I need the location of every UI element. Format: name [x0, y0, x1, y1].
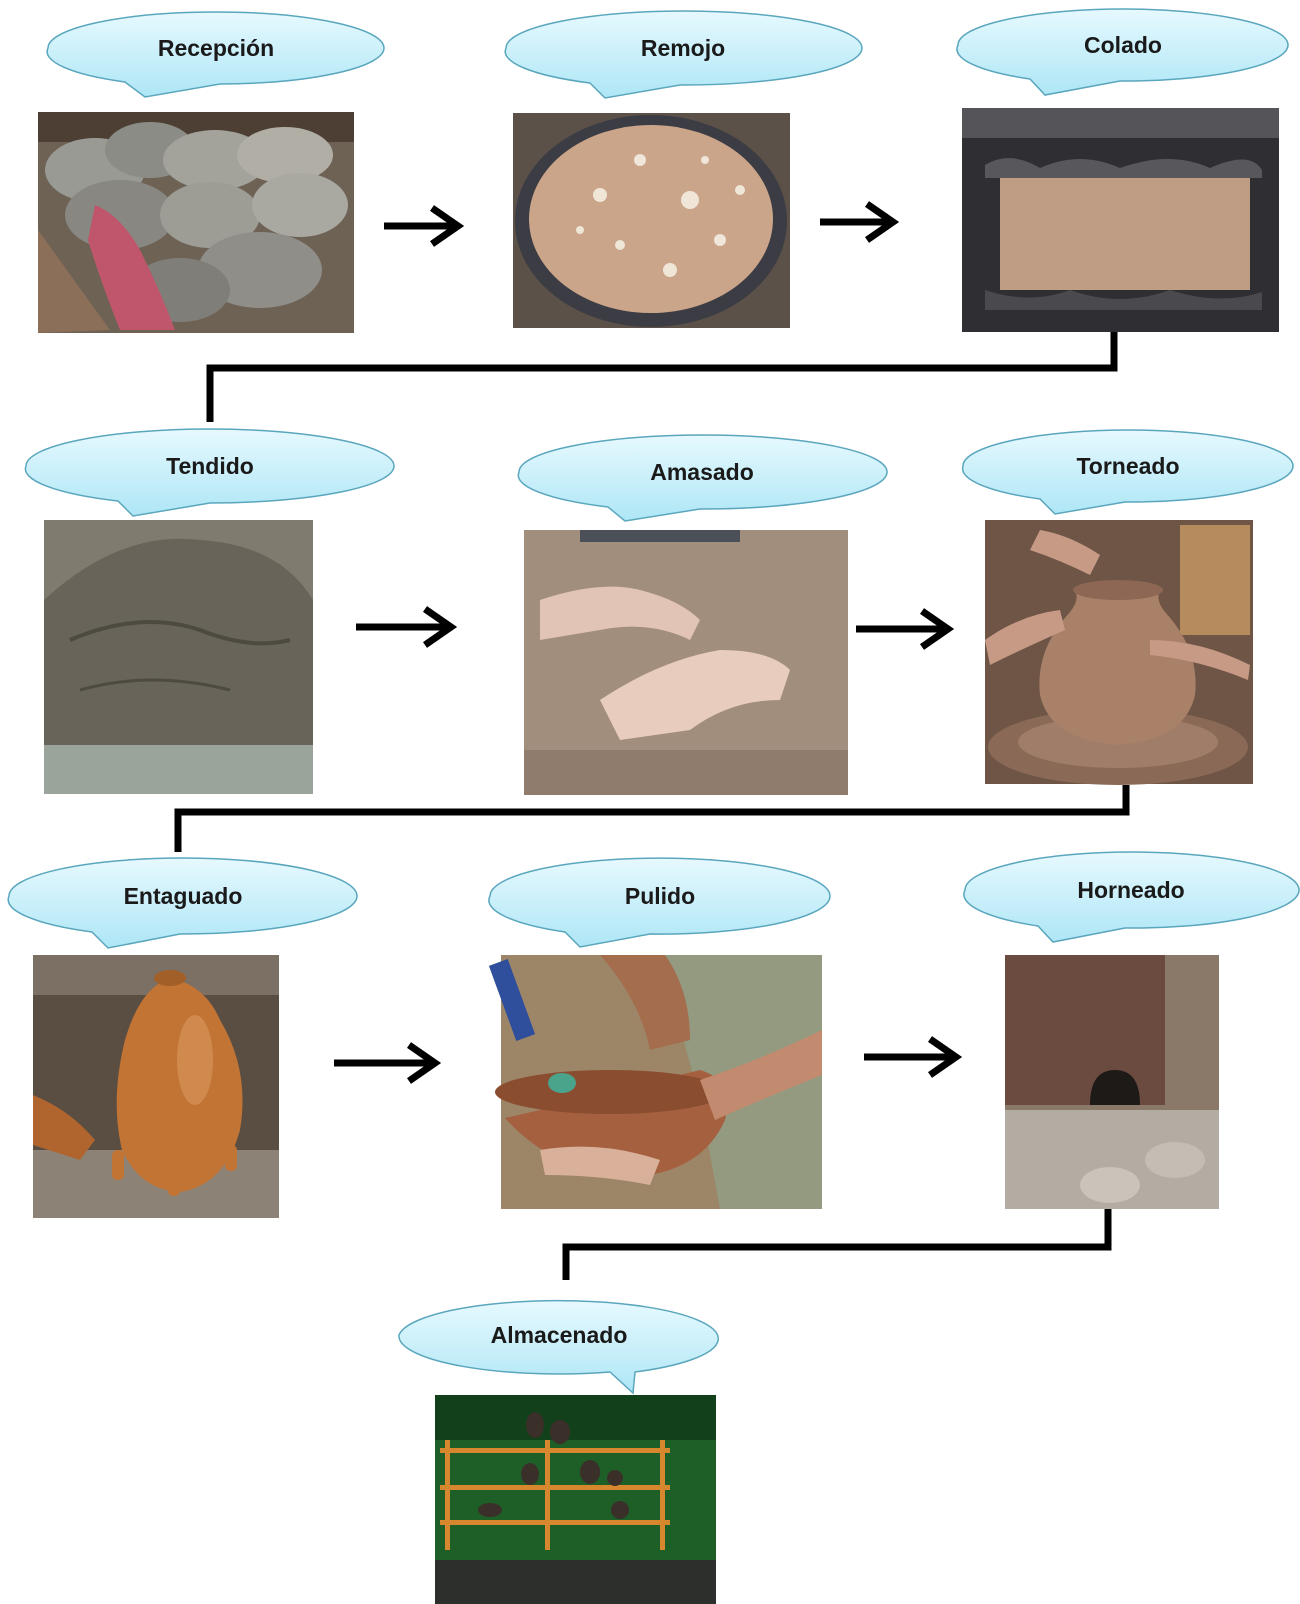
step-photo-pulido: [489, 955, 822, 1209]
step-label-pulido: Pulido: [625, 883, 695, 909]
step-bubble-tendido: Tendido: [25, 429, 394, 516]
connector-horneado-to-almacenado: [566, 1205, 1108, 1280]
arrow-right-icon: [864, 1039, 956, 1075]
step-label-tendido: Tendido: [166, 453, 254, 479]
step-photo-remojo: [513, 113, 790, 328]
step-photo-horneado: [1005, 955, 1219, 1209]
step-bubble-horneado: Horneado: [964, 852, 1299, 942]
step-bubble-recepcion: Recepción: [47, 12, 384, 97]
step-bubble-amasado: Amasado: [518, 435, 887, 521]
step-label-almacenado: Almacenado: [491, 1322, 628, 1348]
step-photo-tendido: [44, 520, 313, 794]
step-label-horneado: Horneado: [1077, 877, 1184, 903]
step-label-remojo: Remojo: [641, 35, 725, 61]
connector-torneado-to-entaguado: [178, 785, 1126, 852]
step-bubble-torneado: Torneado: [963, 430, 1293, 514]
step-label-entaguado: Entaguado: [124, 883, 243, 909]
step-photo-almacenado: [435, 1395, 716, 1604]
arrow-right-icon: [856, 611, 948, 647]
connector-colado-to-tendido: [210, 330, 1114, 422]
arrow-right-icon: [820, 204, 893, 240]
step-bubble-colado: Colado: [957, 9, 1288, 95]
step-bubble-entaguado: Entaguado: [8, 858, 357, 948]
arrow-right-icon: [356, 609, 451, 645]
step-bubble-pulido: Pulido: [489, 858, 830, 947]
step-photo-torneado: [985, 520, 1253, 785]
step-label-amasado: Amasado: [650, 459, 754, 485]
arrow-right-icon: [384, 208, 458, 244]
step-label-colado: Colado: [1084, 32, 1162, 58]
arrow-right-icon: [334, 1045, 435, 1081]
step-photo-recepcion: [38, 112, 354, 333]
step-label-recepcion: Recepción: [158, 35, 274, 61]
step-bubble-almacenado: Almacenado: [399, 1301, 718, 1393]
step-label-torneado: Torneado: [1076, 453, 1179, 479]
step-photo-colado: [962, 108, 1279, 332]
step-photo-entaguado: [33, 955, 279, 1218]
step-photo-amasado: [524, 530, 848, 795]
step-bubble-remojo: Remojo: [505, 11, 862, 98]
